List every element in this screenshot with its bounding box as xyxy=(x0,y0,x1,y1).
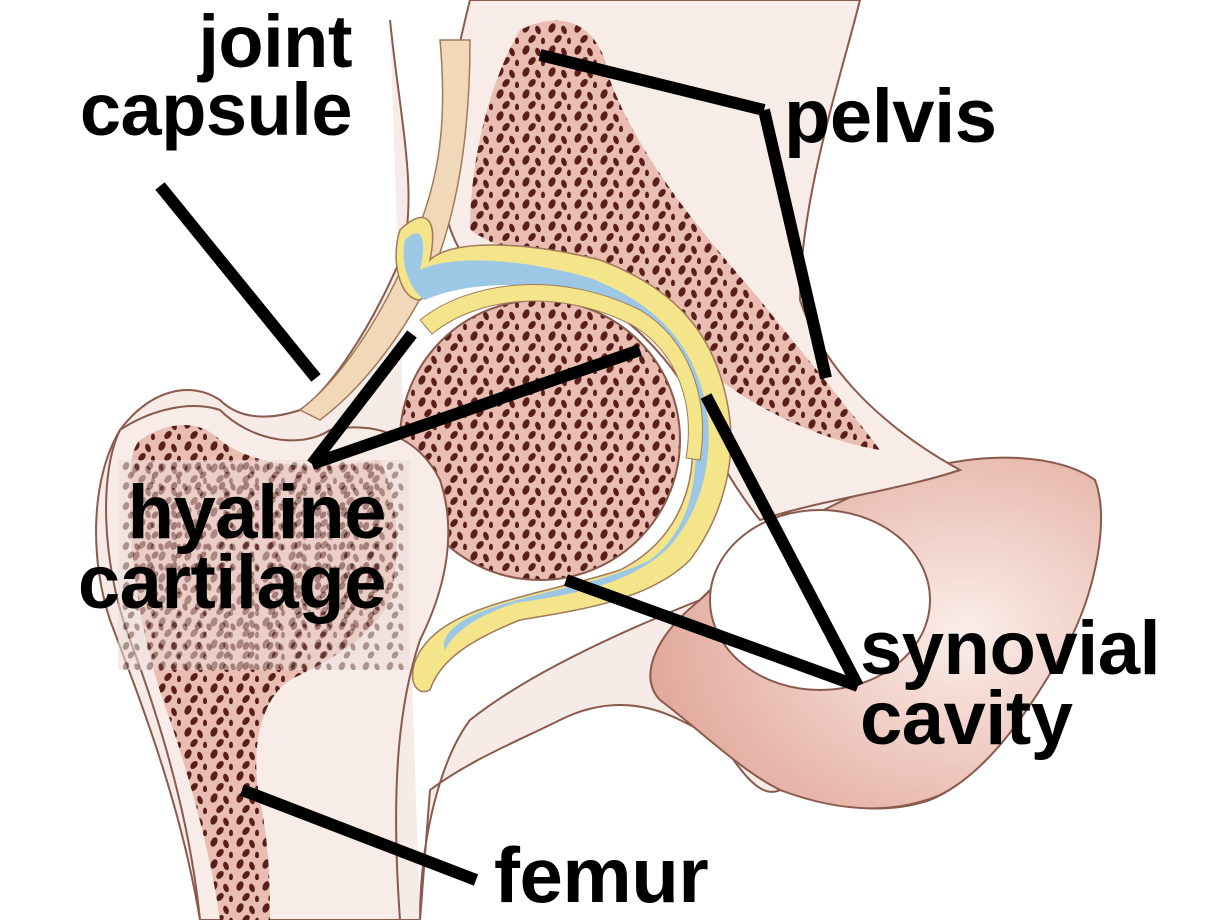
label-femur: femur xyxy=(494,840,708,912)
leader-joint-capsule xyxy=(160,186,316,378)
label-hyaline-cartilage: hyaline cartilage xyxy=(14,478,386,618)
label-synovial-cavity: synovial cavity xyxy=(860,614,1160,754)
label-joint-capsule: joint capsule xyxy=(14,8,352,144)
label-pelvis: pelvis xyxy=(784,82,996,152)
